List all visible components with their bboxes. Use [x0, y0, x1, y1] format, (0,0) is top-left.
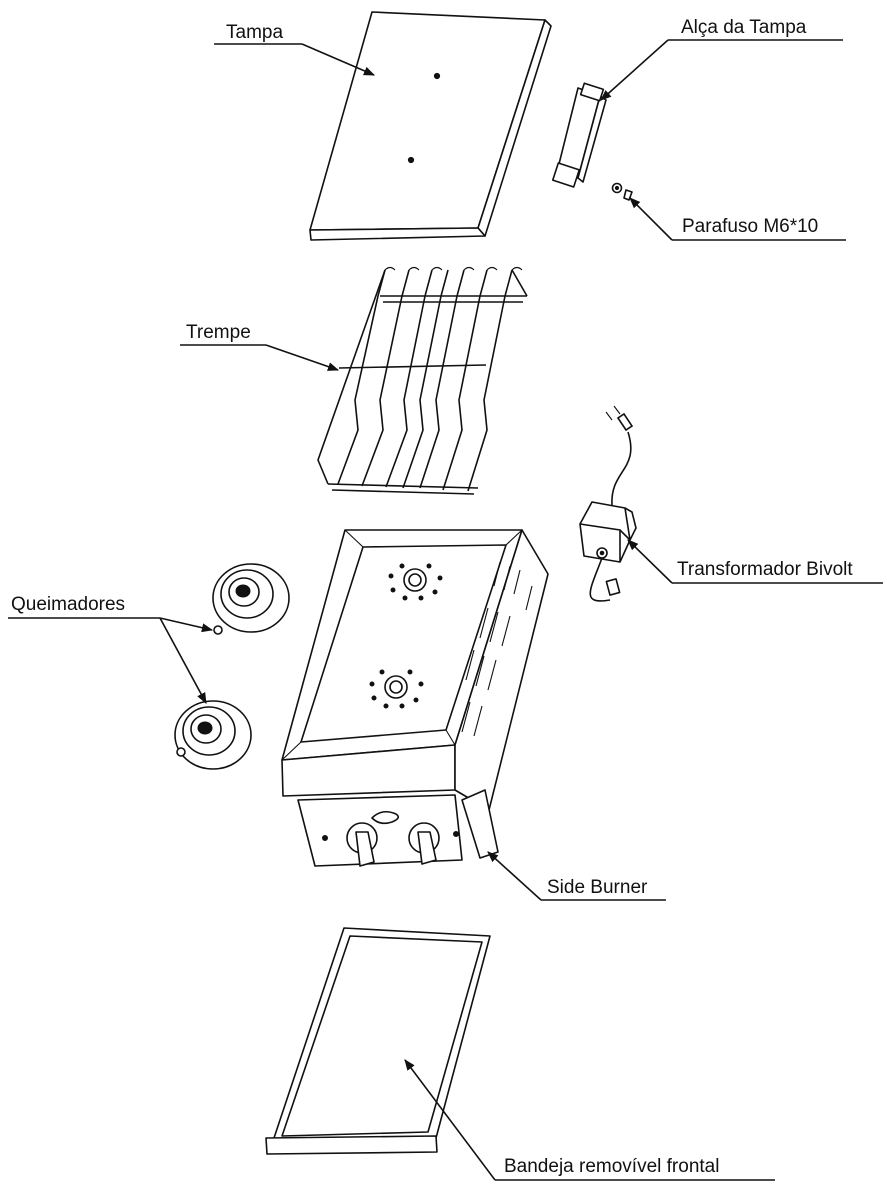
tray-part [265, 927, 491, 1155]
label-queimadores: Queimadores [8, 594, 214, 704]
svg-text:Alça da Tampa: Alça da Tampa [681, 17, 807, 38]
label-bandeja: Bandeja removível frontal [404, 1059, 775, 1181]
svg-text:Transformador Bivolt: Transformador Bivolt [677, 559, 853, 580]
burner-upper [212, 563, 290, 635]
lid-part [309, 11, 552, 241]
burner-hole-bottom [369, 669, 424, 709]
label-trempe: Trempe [180, 322, 340, 371]
side-burner-part [281, 529, 549, 867]
burner-lower [174, 700, 252, 770]
svg-text:Bandeja removível frontal: Bandeja removível frontal [504, 1156, 719, 1177]
label-parafuso: Parafuso M6*10 [629, 197, 846, 241]
label-tampa: Tampa [214, 22, 376, 76]
label-alca: Alça da Tampa [600, 17, 843, 101]
knob-right [408, 822, 440, 865]
transformer-part [579, 405, 637, 602]
svg-text:Side Burner: Side Burner [547, 877, 648, 898]
knob-left [346, 822, 378, 867]
label-side-burner: Side Burner [487, 851, 666, 901]
grate-part [317, 266, 528, 495]
label-transformador: Transformador Bivolt [627, 539, 883, 584]
burner-hole-top [388, 563, 443, 601]
svg-text:Queimadores: Queimadores [11, 594, 125, 615]
svg-text:Tampa: Tampa [226, 22, 283, 43]
screws-part [611, 182, 633, 201]
svg-text:Parafuso M6*10: Parafuso M6*10 [682, 216, 818, 237]
lid-handle-part [551, 82, 607, 188]
svg-text:Trempe: Trempe [186, 322, 251, 343]
